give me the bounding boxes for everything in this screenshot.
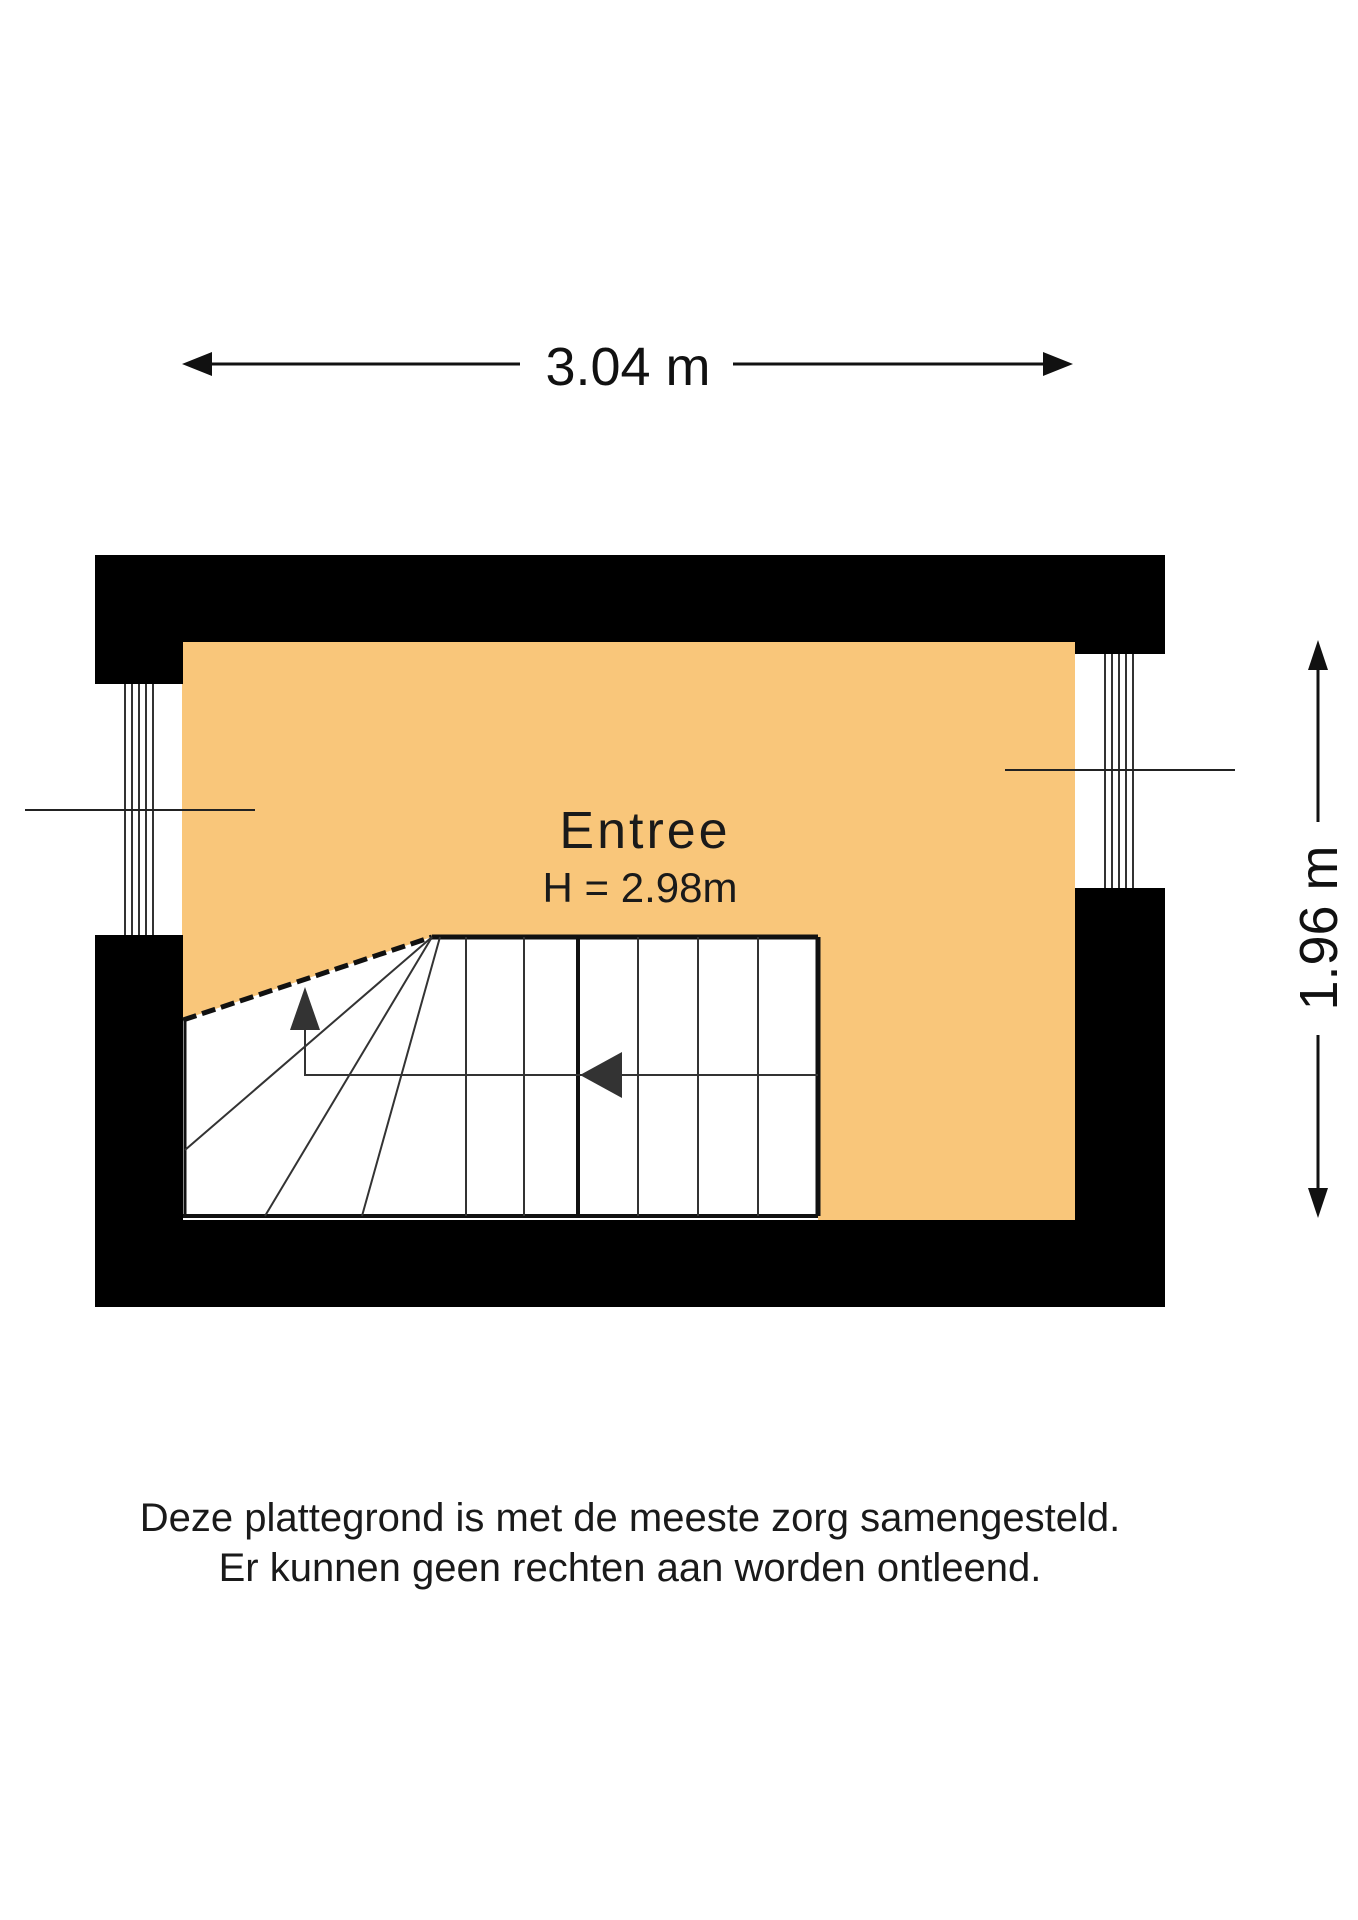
- room-name: Entree: [559, 802, 730, 860]
- staircase: [182, 934, 821, 1218]
- window-right: [1005, 654, 1235, 888]
- depth-dimension-label: 1.96 m: [1289, 845, 1349, 1010]
- disclaimer-line-2: Er kunnen geen rechten aan worden ontlee…: [218, 1546, 1042, 1590]
- walls: [95, 555, 1165, 1307]
- width-arrow-right-icon: [1043, 352, 1073, 376]
- room-floor: [182, 642, 1075, 1220]
- depth-arrow-top-icon: [1308, 640, 1328, 670]
- stair-walk-line: [304, 1030, 818, 1076]
- width-dimension: 3.04 m: [182, 337, 1073, 397]
- staircase-area: [183, 937, 818, 1216]
- window-left: [25, 684, 255, 935]
- disclaimer-line-1: Deze plattegrond is met de meeste zorg s…: [139, 1496, 1121, 1540]
- stair-direction-arrow-left-icon: [580, 1052, 622, 1098]
- wall-left-lower: [95, 935, 183, 1225]
- depth-arrow-bottom-icon: [1308, 1188, 1328, 1218]
- wall-bottom: [95, 1220, 1165, 1307]
- width-dimension-label: 3.04 m: [545, 337, 710, 397]
- wall-top-left-stub: [95, 642, 183, 684]
- wall-top-right-stub: [1075, 642, 1165, 654]
- width-arrow-left-icon: [182, 352, 212, 376]
- stair-dashed-edge: [182, 934, 433, 1023]
- disclaimer: Deze plattegrond is met de meeste zorg s…: [0, 1493, 1260, 1593]
- depth-dimension: 1.96 m: [1289, 640, 1349, 1218]
- wall-right-lower: [1075, 888, 1165, 1225]
- stair-direction-arrow-up-icon: [290, 987, 320, 1030]
- room-height: H = 2.98m: [543, 864, 738, 911]
- wall-top: [95, 555, 1165, 642]
